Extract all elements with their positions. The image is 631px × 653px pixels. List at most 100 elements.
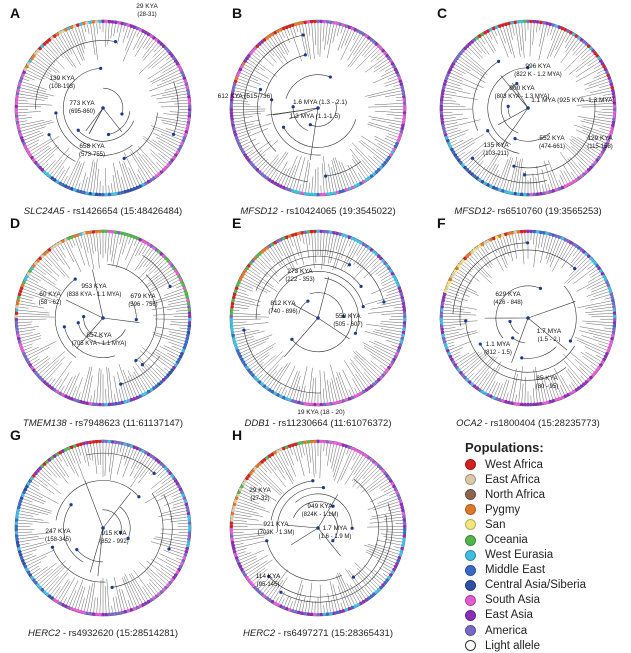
tip-sample-dot — [444, 290, 447, 293]
tree-tip-branch — [312, 602, 313, 612]
tree-tip-branch — [385, 94, 401, 97]
tip-sample-dot — [510, 21, 513, 24]
tree-tip-branch — [492, 382, 498, 394]
tip-sample-dot — [442, 124, 445, 127]
tip-sample-dot — [294, 400, 297, 403]
tip-sample-dot — [443, 340, 446, 343]
tree-tip-branch — [84, 26, 85, 32]
tip-sample-dot — [117, 611, 120, 614]
tree-node — [486, 129, 489, 132]
tip-sample-dot — [127, 609, 130, 612]
tip-sample-dot — [21, 139, 24, 142]
tree-tip-branch — [164, 499, 182, 506]
tree-tip-branch — [444, 307, 464, 310]
tree-tip-branch — [394, 118, 402, 119]
tip-sample-dot — [558, 397, 561, 400]
tree-tip-branch — [91, 395, 92, 401]
tip-sample-dot — [101, 193, 104, 196]
tree-root-node — [101, 316, 105, 320]
tip-sample-dot — [402, 302, 405, 305]
tree-tip-branch — [279, 387, 282, 393]
tip-sample-dot — [608, 287, 611, 290]
node-age-range: (505 - 607) — [333, 322, 362, 328]
tip-sample-dot — [444, 133, 447, 136]
tree-tip-branch — [367, 526, 402, 527]
tip-sample-dot — [323, 230, 326, 233]
tree-tip-branch — [357, 252, 370, 269]
tree-tip-branch — [560, 170, 567, 183]
tip-sample-dot — [130, 25, 133, 28]
tree-tip-branch — [105, 24, 106, 47]
tree-node — [74, 277, 77, 280]
tree-internal-arc — [522, 347, 557, 359]
tip-sample-dot — [185, 296, 188, 299]
tip-sample-dot — [64, 28, 67, 31]
tree-tip-branch — [97, 234, 100, 268]
tree-tip-branch — [122, 589, 128, 608]
tree-tip-branch — [279, 453, 294, 481]
tree-tip-branch — [247, 62, 259, 70]
tree-tip-branch — [536, 24, 537, 32]
tip-sample-dot — [92, 20, 95, 23]
node-age-label: 1.1 MYA (925 KYA -1.3 MYA) — [531, 97, 614, 104]
tip-sample-dot — [605, 352, 608, 355]
tip-sample-dot — [403, 108, 406, 111]
tip-sample-dot — [552, 24, 555, 27]
tip-sample-dot — [401, 299, 404, 302]
tree-internal-arc — [508, 106, 510, 117]
tip-sample-dot — [231, 515, 234, 518]
tip-sample-dot — [517, 402, 520, 405]
tip-sample-dot — [446, 349, 449, 352]
tree-tip-branch — [570, 157, 583, 172]
node-age-range: (573-755) — [79, 152, 105, 158]
legend-label: Middle East — [485, 564, 545, 576]
tree-tip-branch — [235, 304, 250, 306]
tip-sample-dot — [449, 145, 452, 148]
tree-tip-branch — [276, 162, 287, 182]
tree-tip-branch — [124, 161, 134, 187]
tip-sample-dot — [608, 77, 611, 80]
tree-tip-branch — [249, 480, 258, 486]
legend-color-dot — [465, 625, 476, 636]
tree-tip-branch — [19, 325, 31, 326]
tree-tip-branch — [167, 353, 177, 359]
panel-letter: E — [232, 215, 241, 231]
tree-tip-branch — [139, 50, 164, 74]
tree-tip-branch — [299, 600, 301, 610]
tip-sample-dot — [542, 21, 545, 24]
tree-tip-branch — [119, 364, 131, 398]
tip-sample-dot — [320, 613, 323, 616]
tip-sample-dot — [282, 396, 285, 399]
tip-sample-dot — [403, 318, 406, 321]
tip-sample-dot — [520, 193, 523, 196]
node-age-label: 953 KYA — [81, 283, 107, 290]
tip-sample-dot — [613, 321, 616, 324]
tree-tip-branch — [125, 239, 133, 260]
tree-tip-branch — [26, 347, 39, 353]
tree-tip-branch — [46, 160, 56, 171]
tip-sample-dot — [17, 544, 20, 547]
node-age-range: (158-345) — [45, 537, 71, 543]
tip-sample-dot — [613, 318, 616, 321]
tip-sample-dot — [402, 518, 405, 521]
tree-tip-branch — [322, 163, 324, 192]
tree-tip-branch — [285, 390, 287, 395]
tree-tip-branch — [59, 36, 70, 54]
tree-tip-branch — [341, 603, 343, 609]
tip-sample-dot — [231, 331, 234, 334]
tree-node — [120, 112, 123, 115]
tip-sample-dot — [395, 491, 398, 494]
node-age-label: 29 KYA — [136, 3, 158, 10]
tip-sample-dot — [403, 531, 406, 534]
tip-sample-dot — [403, 522, 406, 525]
tip-sample-dot — [185, 506, 188, 509]
tree-tip-branch — [172, 505, 184, 508]
tree-tip-branch — [368, 124, 399, 134]
tree-tip-branch — [176, 310, 187, 311]
node-age-range: (705 KYA - 1.1 MYA) — [72, 341, 127, 347]
tree-tip-branch — [540, 24, 541, 30]
tip-sample-dot — [233, 130, 236, 133]
tree-node — [172, 133, 175, 136]
tree-tip-branch — [563, 354, 587, 379]
tree-tip-branch — [234, 307, 248, 309]
